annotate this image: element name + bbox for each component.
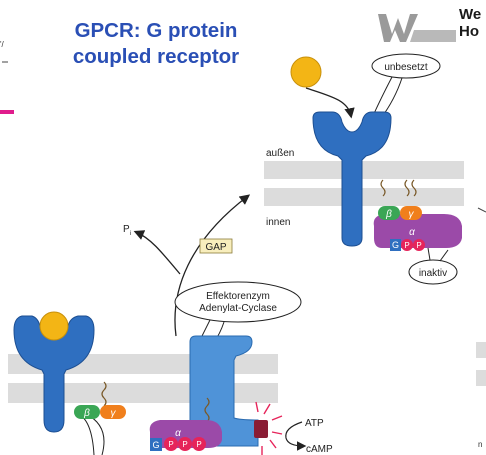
edge-fragment-bottom: n	[478, 440, 483, 449]
conversion-arrow	[285, 421, 307, 451]
camp-label: cAMP	[306, 444, 333, 455]
inactive-label: inaktiv	[419, 268, 447, 279]
bottom-curve-2	[85, 413, 105, 455]
ligand-bound	[39, 311, 69, 341]
receptor-active	[13, 311, 95, 433]
effector-callout: Effektorenzym Adenylat-Cyclase	[174, 281, 302, 343]
atp-label: ATP	[305, 418, 324, 429]
logo-text: We Ho	[459, 6, 481, 40]
cycle-arrow	[174, 194, 251, 337]
receptor-inactive	[312, 111, 392, 247]
alpha-label-inactive: α	[409, 227, 415, 238]
g-box-inactive	[390, 239, 401, 251]
outside-label: außen	[266, 148, 294, 159]
logo-text-line-1: We	[459, 6, 482, 23]
g-label-active: G	[152, 440, 159, 450]
catalytic-site	[254, 420, 268, 438]
bottom-curve-1	[77, 413, 95, 455]
accent-bar	[0, 110, 14, 114]
activity-burst-icon	[255, 401, 283, 455]
effector-label-line-1: Effektorenzym	[206, 291, 270, 302]
beta-subunit-inactive	[378, 206, 400, 220]
edge-fragment-top: '/	[0, 40, 4, 49]
p-label-1-inactive: P	[404, 241, 409, 250]
title-line-1: GPCR: G protein	[74, 19, 238, 42]
beta-gamma-dimer: β γ	[74, 381, 126, 419]
g-label-inactive: G	[392, 240, 399, 250]
edge-fragment-line	[477, 207, 486, 213]
phosphate-release-arrow	[133, 230, 181, 275]
title-line-2: coupled receptor	[72, 45, 240, 68]
gamma-subunit-inactive	[400, 206, 422, 220]
unoccupied-label: unbesetzt	[384, 62, 428, 73]
gap-box	[199, 238, 233, 254]
gamma-label-active: γ	[111, 408, 117, 419]
beta-label-inactive: β	[385, 209, 392, 220]
phosphate-1-inactive	[401, 239, 413, 251]
inactive-callout: inaktiv	[408, 247, 458, 285]
gamma-label-inactive: γ	[409, 209, 415, 220]
phosphate-2-inactive	[413, 239, 425, 251]
page-title: GPCR: G protein coupled receptor	[46, 18, 266, 70]
ligand-free	[290, 56, 322, 88]
binding-arrow	[305, 87, 355, 119]
membrane-edge-right	[476, 342, 486, 386]
logo-icon	[378, 14, 456, 42]
logo-text-line-2: Ho	[459, 23, 479, 40]
alpha-label-active: α	[175, 428, 181, 439]
inside-label: innen	[266, 217, 290, 228]
p-label-3-active: P	[196, 440, 201, 449]
gap-label: GAP	[205, 242, 226, 253]
phosphate-label: Pi	[123, 224, 131, 237]
p-label-2-inactive: P	[416, 241, 421, 250]
effector-label-line-2: Adenylat-Cyclase	[199, 303, 277, 314]
membrane-upper	[264, 161, 464, 206]
p-label-2-active: P	[182, 440, 187, 449]
g-protein-inactive: α β γ G P P	[373, 179, 462, 251]
g-alpha-active: α G P P P	[149, 397, 222, 451]
p-label-1-active: P	[168, 440, 173, 449]
beta-label-active: β	[83, 408, 90, 419]
